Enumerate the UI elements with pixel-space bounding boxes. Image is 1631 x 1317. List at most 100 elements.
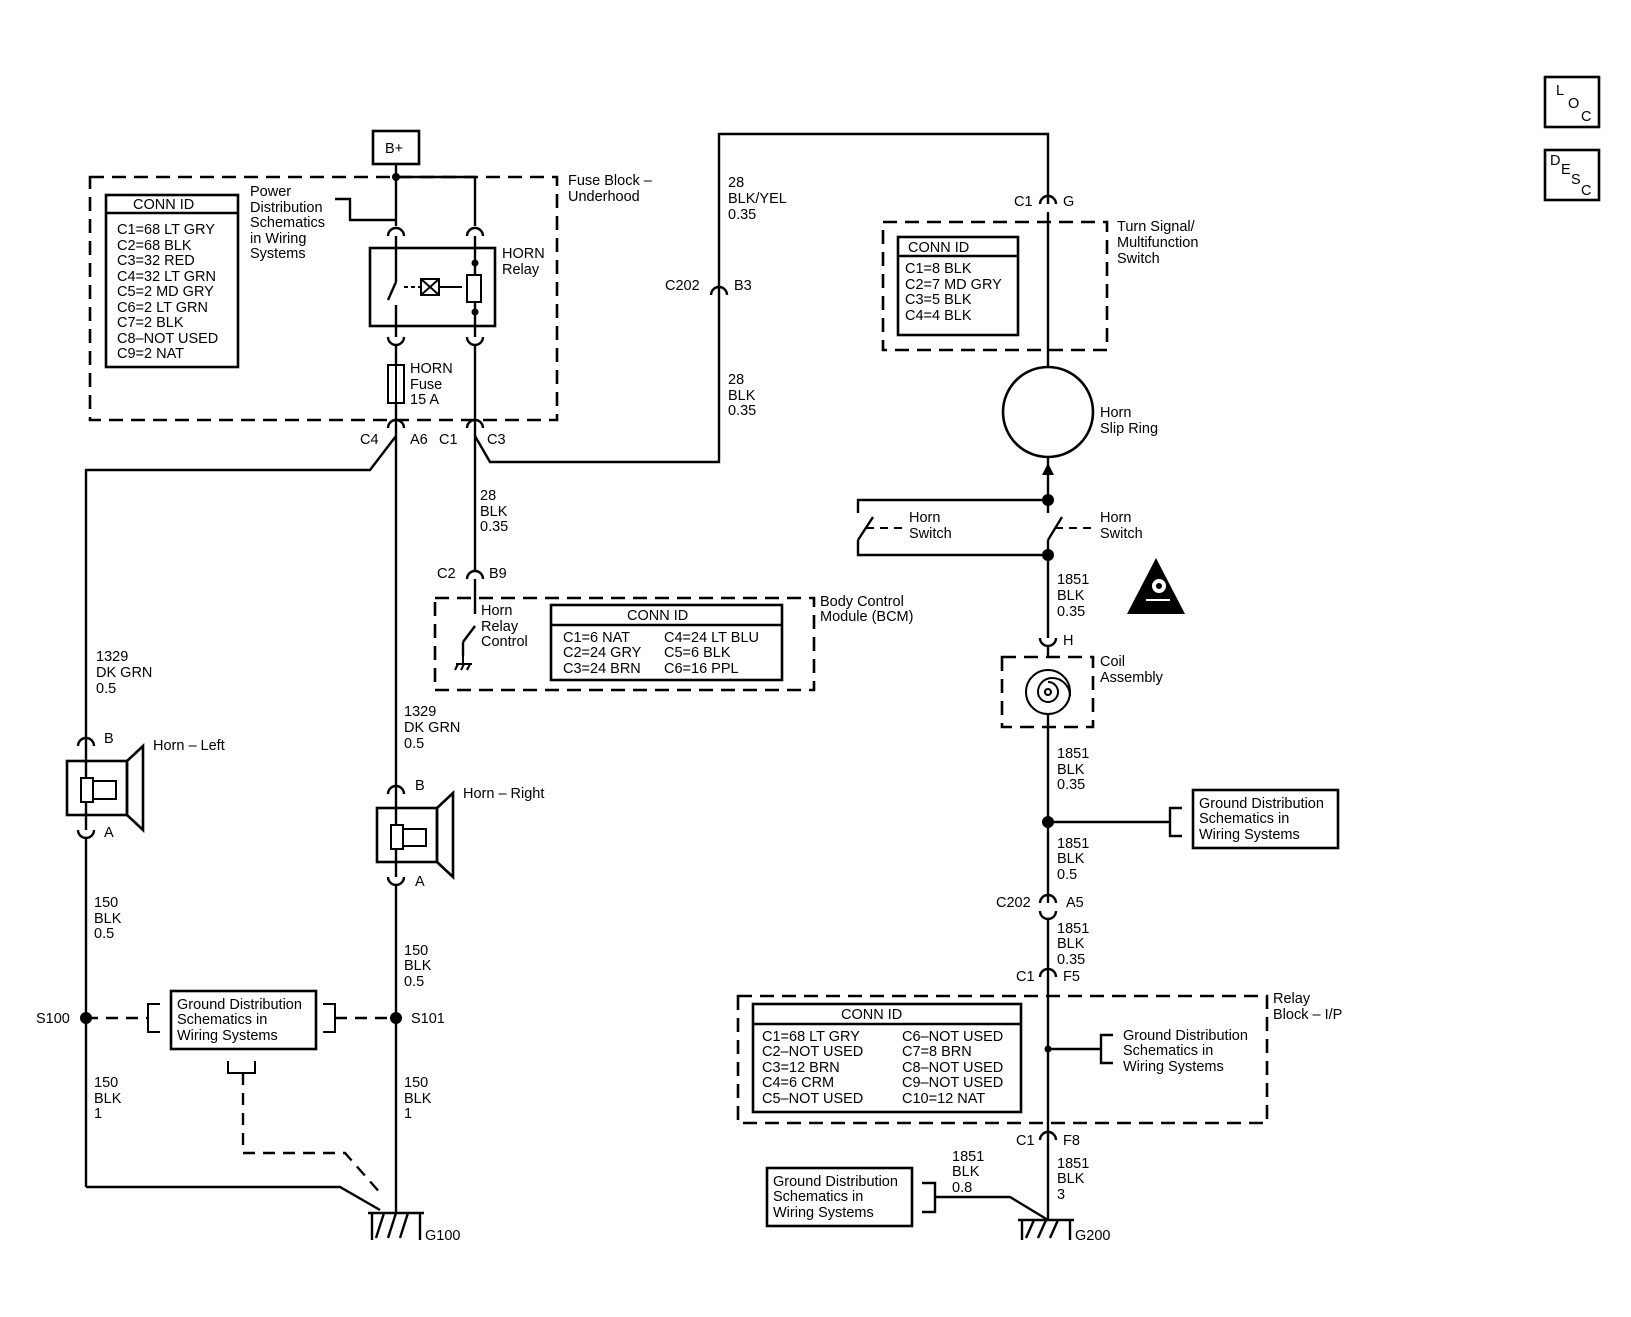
svg-text:C202: C202 [996, 895, 1031, 911]
svg-text:C: C [1581, 183, 1591, 199]
fuse-block-conn-id-table: CONN ID C1=68 LT GRY C2=68 BLK C3=32 RED… [104, 193, 240, 369]
svg-text:B: B [104, 731, 114, 747]
wire-150-right-a: 150 BLK 0.5 [404, 943, 432, 990]
relay-block-connector-f5: C1 F5 [1016, 967, 1080, 985]
svg-text:C5–NOT USED: C5–NOT USED [762, 1091, 863, 1107]
svg-text:150: 150 [94, 895, 118, 911]
wire-1851-b: 1851 BLK 0.35 [1057, 746, 1089, 793]
svg-text:Block – I/P: Block – I/P [1273, 1007, 1342, 1023]
svg-text:0.35: 0.35 [1057, 604, 1085, 620]
horn-switch-left [856, 498, 1048, 557]
ground-distribution-box-bottom: Ground Distribution Schematics in Wiring… [765, 1166, 914, 1228]
svg-text:C4=32 LT GRN: C4=32 LT GRN [117, 269, 216, 285]
svg-text:C1: C1 [1016, 1133, 1035, 1149]
svg-text:1851: 1851 [1057, 572, 1089, 588]
svg-text:BLK: BLK [404, 958, 432, 974]
svg-text:Switch: Switch [1100, 526, 1143, 542]
wire-1329-right: 1329 DK GRN 0.5 [404, 704, 460, 752]
svg-text:C2: C2 [437, 566, 456, 582]
c202-a5-connector: C202 A5 [996, 893, 1084, 921]
svg-text:150: 150 [94, 1075, 118, 1091]
turn-signal-connector-g: C1 G [1014, 194, 1074, 210]
coil-spiral-icon [1025, 669, 1071, 715]
svg-text:Wiring Systems: Wiring Systems [1199, 827, 1300, 843]
svg-text:BLK: BLK [1057, 851, 1085, 867]
svg-text:BLK/YEL: BLK/YEL [728, 191, 787, 207]
svg-text:C8–NOT USED: C8–NOT USED [117, 331, 218, 347]
relay-block-connector-f8: C1 F8 [1016, 1130, 1080, 1149]
svg-text:A: A [104, 825, 114, 841]
svg-text:C1=8 BLK: C1=8 BLK [905, 261, 972, 277]
svg-text:Switch: Switch [909, 526, 952, 542]
svg-text:L: L [1556, 83, 1564, 99]
svg-text:C3: C3 [487, 432, 506, 448]
svg-text:BLK: BLK [480, 504, 508, 520]
battery-positive-box: B+ [371, 129, 421, 166]
ground-g100-label: G100 [425, 1228, 460, 1244]
bcm-conn-id-table: CONN ID C1=6 NAT C2=24 GRY C3=24 BRN C4=… [549, 603, 784, 682]
svg-text:C2–NOT USED: C2–NOT USED [762, 1044, 863, 1060]
svg-text:BLK: BLK [1057, 936, 1085, 952]
svg-text:0.35: 0.35 [480, 519, 508, 535]
svg-text:1: 1 [94, 1106, 102, 1122]
svg-text:A: A [415, 874, 425, 890]
svg-text:BLK: BLK [404, 1091, 432, 1107]
svg-text:Underhood: Underhood [568, 189, 640, 205]
svg-text:C4=24 LT BLU: C4=24 LT BLU [664, 630, 759, 646]
svg-text:S100: S100 [36, 1011, 70, 1027]
wire-1329-left: 1329 DK GRN 0.5 [96, 649, 152, 697]
svg-text:F5: F5 [1063, 969, 1080, 985]
svg-text:3: 3 [1057, 1187, 1065, 1203]
svg-text:C9–NOT USED: C9–NOT USED [902, 1075, 1003, 1091]
svg-text:CONN ID: CONN ID [841, 1007, 902, 1023]
wire-28-blkyel: 28 BLK/YEL 0.35 [728, 175, 787, 223]
svg-text:BLK: BLK [94, 911, 122, 927]
svg-text:Relay: Relay [481, 619, 519, 635]
desc-button[interactable]: D E S C [1543, 148, 1601, 202]
horn-right: B A [375, 778, 455, 890]
svg-text:C8–NOT USED: C8–NOT USED [902, 1060, 1003, 1076]
svg-text:C: C [1581, 109, 1591, 125]
bcm-ground-symbol [454, 656, 472, 671]
wire-150-left-a: 150 BLK 0.5 [94, 895, 122, 942]
ground-distribution-box-center: Ground Distribution Schematics in Wiring… [169, 989, 318, 1051]
fuse-block-underhood [88, 175, 559, 422]
horn-relay-label: HORN Relay [502, 246, 545, 278]
wire-150-left-b: 150 BLK 1 [94, 1075, 122, 1122]
bcm-connector-b9: C2 B9 [437, 566, 507, 590]
svg-text:B9: B9 [489, 566, 507, 582]
wire-150-right-b: 150 BLK 1 [404, 1075, 432, 1122]
svg-text:C1: C1 [1014, 194, 1033, 210]
svg-text:DK GRN: DK GRN [96, 665, 152, 681]
power-distribution-tie [335, 197, 396, 222]
splice-s101: S101 [390, 1011, 445, 1027]
svg-text:BLK: BLK [1057, 1171, 1085, 1187]
horn-fuse-label: HORN Fuse 15 A [410, 361, 453, 408]
svg-text:C2=24 GRY: C2=24 GRY [563, 645, 642, 661]
svg-text:Fuse: Fuse [410, 377, 442, 393]
svg-text:G: G [1063, 194, 1074, 210]
svg-text:Relay: Relay [502, 262, 540, 278]
svg-text:HORN: HORN [410, 361, 453, 377]
svg-text:28: 28 [728, 175, 744, 191]
horn-right-label: Horn – Right [463, 786, 544, 802]
fuse-block-pins: C4 A6 C1 C3 [360, 418, 506, 448]
svg-text:A5: A5 [1066, 895, 1084, 911]
svg-text:C6–NOT USED: C6–NOT USED [902, 1029, 1003, 1045]
wire-1851-f: 1851 BLK 3 [1057, 1156, 1089, 1203]
splice-s100: S100 [36, 1011, 92, 1027]
loc-button[interactable]: L O C [1543, 75, 1601, 129]
body-control-module [433, 596, 816, 692]
svg-text:1329: 1329 [404, 704, 436, 720]
ground-g200-label: G200 [1075, 1228, 1110, 1244]
svg-text:150: 150 [404, 1075, 428, 1091]
horn-fuse [387, 364, 405, 404]
wire-1851-c: 1851 BLK 0.5 [1057, 836, 1089, 883]
horn-slip-ring [1001, 365, 1095, 459]
horn-relay-control-switch [462, 625, 476, 643]
power-distribution-label: Power Distribution Schematics in Wiring … [250, 184, 325, 262]
horn-relay-control-label: Horn Relay Control [481, 603, 528, 650]
svg-text:DK GRN: DK GRN [404, 720, 460, 736]
svg-text:C5=6 BLK: C5=6 BLK [664, 645, 731, 661]
